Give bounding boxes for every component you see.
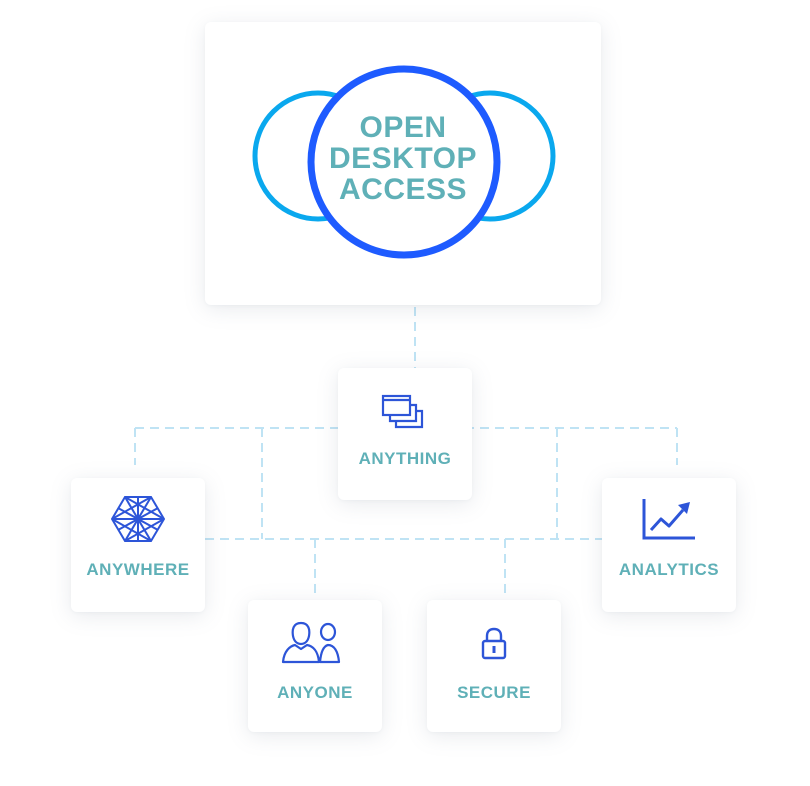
node-anyone-label: ANYONE [277,683,353,702]
windows-stack-icon [381,394,424,429]
padlock-icon [481,627,507,660]
logo-line-desktop: DESKTOP [329,142,477,175]
node-anyone: ANYONE [248,600,382,732]
globe-mesh-icon [111,496,165,542]
logo-card: OPEN DESKTOP ACCESS [205,22,601,305]
trend-chart-icon [642,499,695,540]
node-anything-label: ANYTHING [358,449,452,468]
node-anything: ANYTHING [338,368,472,500]
logo-rings [252,65,556,259]
logo-line-open: OPEN [359,111,447,144]
node-secure-label: SECURE [457,683,531,702]
logo-ring-center [307,65,501,259]
node-analytics: ANALYTICS [602,478,736,612]
node-analytics-label: ANALYTICS [618,560,720,579]
node-secure: SECURE [427,600,561,732]
logo-line-access: ACCESS [338,173,468,206]
users-icon [281,621,341,664]
node-anywhere-label: ANYWHERE [86,560,190,579]
node-anywhere: ANYWHERE [71,478,205,612]
